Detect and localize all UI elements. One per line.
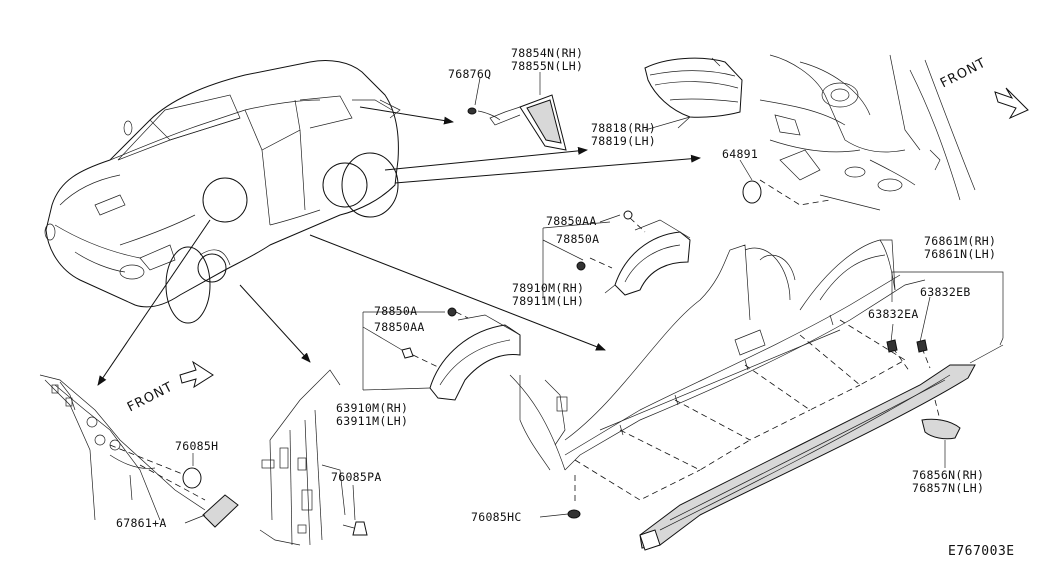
- car-overview: [44, 59, 401, 324]
- diagram-code: E767003E: [948, 544, 1015, 559]
- label-64891: 64891: [722, 147, 759, 161]
- fender-triangle-cover: [467, 72, 567, 151]
- label-78819: 78819(LH): [591, 134, 657, 148]
- label-67861a: 67861+A: [116, 516, 167, 530]
- quarter-inner-panel: [644, 57, 743, 129]
- label-78850aa-mid: 78850AA: [374, 320, 425, 334]
- label-63911m: 63911M(LH): [336, 414, 409, 428]
- label-78850a-top: 78850A: [556, 232, 600, 246]
- label-76861m: 76861M(RH): [924, 234, 997, 248]
- front-wheel-liner: [401, 307, 521, 401]
- label-78910m: 78910M(RH): [512, 281, 585, 295]
- label-78850aa-top: 78850AA: [546, 214, 597, 228]
- label-76085h: 76085H: [175, 439, 219, 453]
- label-63910m: 63910M(RH): [336, 401, 409, 415]
- label-63832eb: 63832EB: [920, 285, 971, 299]
- front-arrow-top: [994, 87, 1029, 120]
- label-76861n: 76861N(LH): [924, 247, 997, 261]
- front-pillar-detail: [39, 360, 239, 528]
- label-76857n: 76857N(LH): [912, 481, 985, 495]
- label-78818: 78818(RH): [591, 121, 657, 135]
- label-76876q: 76876Q: [448, 67, 492, 81]
- leader-lines: [192, 116, 1004, 521]
- label-76085hc: 76085HC: [471, 510, 522, 524]
- label-78854n: 78854N(RH): [511, 46, 584, 60]
- label-63832ea: 63832EA: [868, 307, 919, 321]
- label-76856n: 76856N(RH): [912, 468, 985, 482]
- rear-wheel-liner: [576, 210, 691, 296]
- b-pillar-detail: [259, 369, 368, 546]
- label-78911m: 78911M(LH): [512, 294, 585, 308]
- label-76085pa: 76085PA: [331, 470, 382, 484]
- label-78850a-mid: 78850A: [374, 304, 418, 318]
- side-sill-assembly: [509, 239, 976, 551]
- floor-detail: [742, 54, 976, 211]
- label-78855n: 78855N(LH): [511, 59, 584, 73]
- callout-arrows: [97, 106, 701, 386]
